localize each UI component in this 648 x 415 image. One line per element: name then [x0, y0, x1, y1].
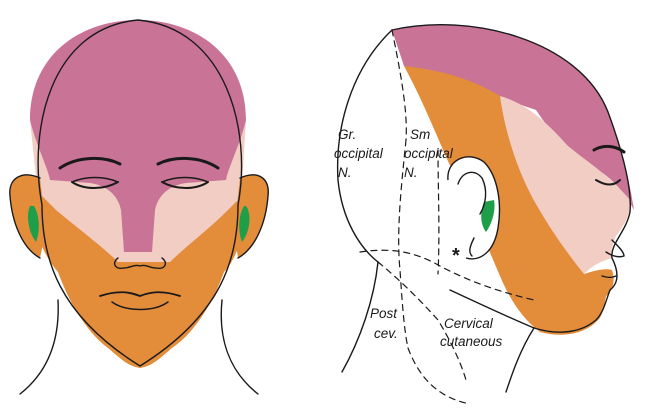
asterisk-marker: *	[452, 245, 460, 267]
front-view-head	[10, 20, 268, 394]
label-post-cev-line1: Post	[370, 306, 398, 321]
label-sm-occipital-line1: Sm	[410, 127, 430, 142]
front-left-ear	[10, 175, 46, 258]
side-view-head: Gr. occipital N. Sm occipital N. Post ce…	[334, 25, 634, 404]
label-cervical-cutaneous-line2: cutaneous	[440, 334, 503, 349]
label-gr-occipital-line1: Gr.	[338, 127, 356, 142]
label-gr-occipital-line2: occipital	[334, 146, 384, 161]
front-neck-right	[221, 300, 258, 394]
side-boundary-lower	[408, 348, 470, 404]
label-post-cev-line2: cev.	[374, 326, 398, 341]
front-neck-left	[20, 300, 58, 394]
label-sm-occipital-line2: occipital	[404, 146, 454, 161]
label-sm-occipital-line3: N.	[404, 165, 418, 180]
label-gr-occipital-line3: N.	[338, 165, 352, 180]
label-cervical-cutaneous-line1: Cervical	[444, 316, 494, 331]
side-neck-front	[506, 328, 534, 392]
